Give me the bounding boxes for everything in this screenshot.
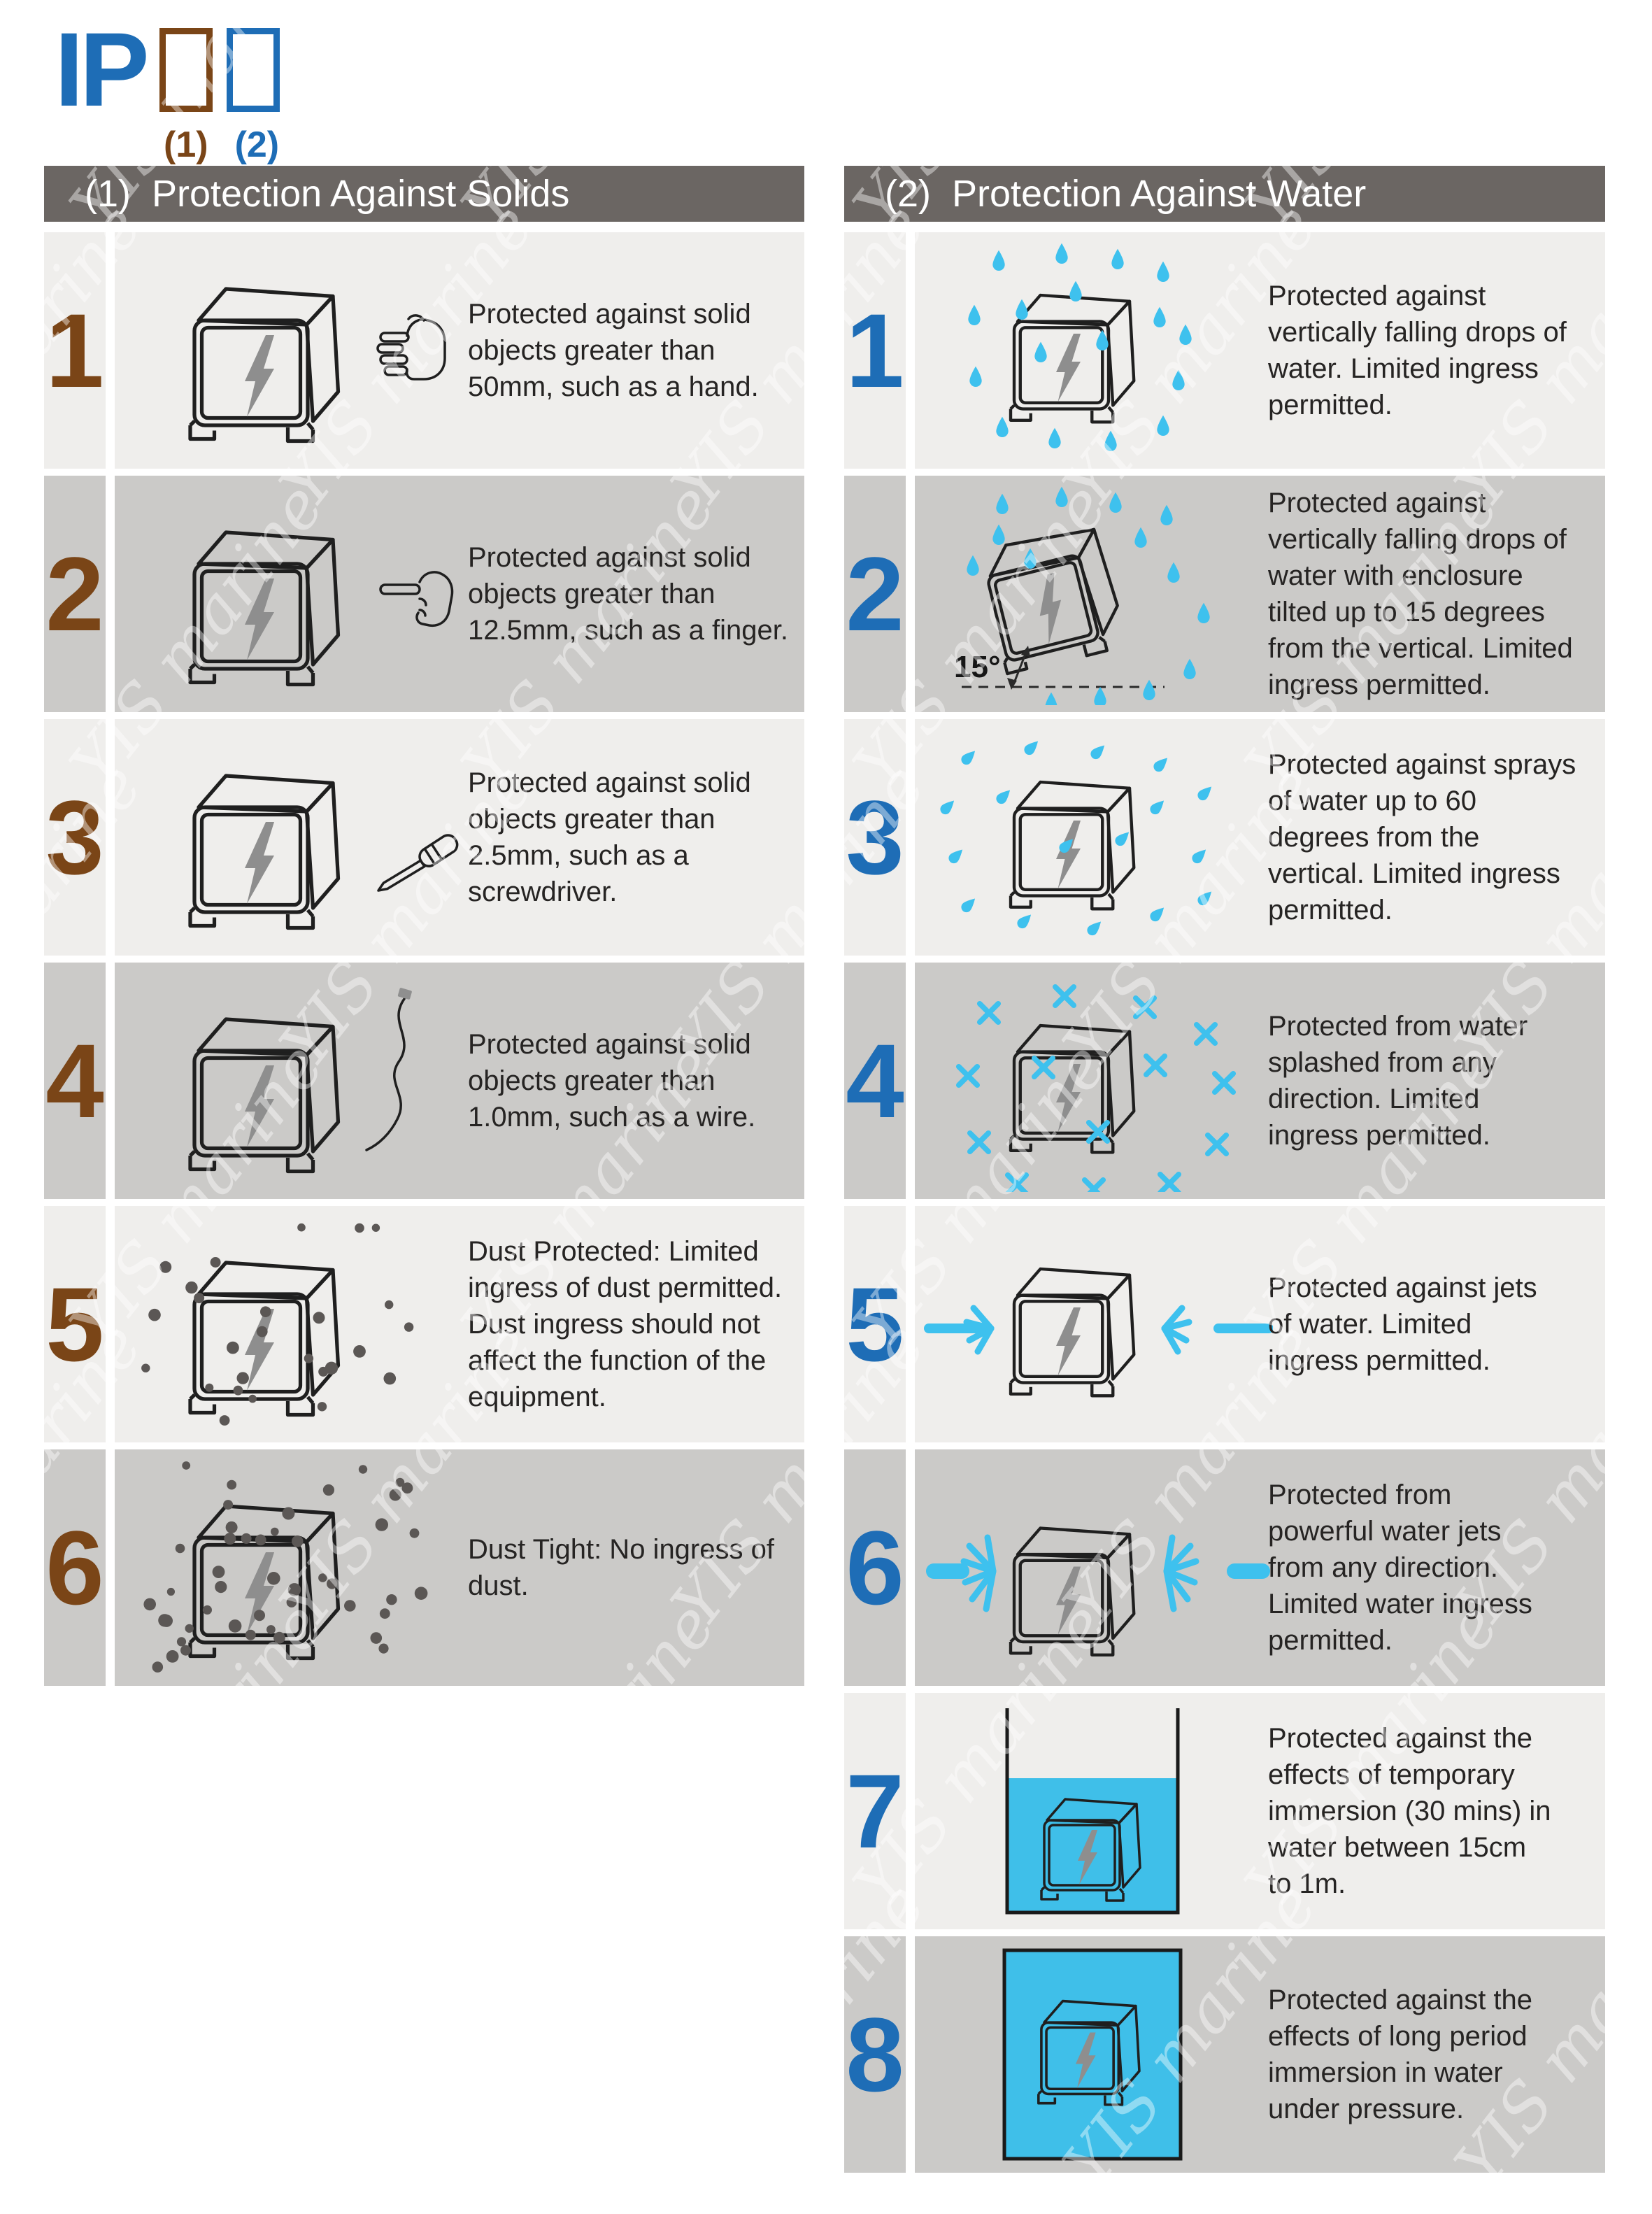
rating-description: Protected from powerful water jets from … — [1268, 1479, 1532, 1656]
rating-description: Protected against vertically falling dro… — [1268, 281, 1567, 420]
tilted-drops-icon: 15° — [954, 486, 1210, 705]
powerful-jets-icon — [926, 1534, 1270, 1612]
rating-number: 4 — [844, 963, 906, 1199]
arrowhead-up — [1021, 646, 1030, 657]
water-jets-icon — [924, 1305, 1273, 1355]
enclosure-icon — [190, 776, 339, 928]
rating-description: Protected against solid objects greater … — [468, 767, 751, 907]
water-header-title: Protection Against Water — [952, 173, 1367, 215]
water-fill — [1002, 1948, 1183, 2161]
ip-logo-text: IP — [55, 10, 150, 128]
enclosure-icon — [190, 532, 339, 685]
enclosure-icon — [1011, 1026, 1134, 1152]
solids-row-2: 2 Protected against solid objects greate… — [44, 476, 804, 712]
solids-row-4: 4 Protected against solid objects greate… — [44, 963, 804, 1199]
enclosure-icon — [1011, 1528, 1134, 1655]
rating-description: Protected against vertically falling dro… — [1268, 488, 1573, 700]
rating-number: 7 — [844, 1693, 906, 1929]
enclosure-dust-illustration — [141, 1223, 414, 1426]
hand-icon — [376, 314, 446, 381]
ip-logo: IP (1) (2) — [55, 10, 280, 166]
rating-number: 4 — [44, 963, 106, 1199]
enclosure-icon — [190, 1019, 339, 1172]
solids-header-prefix: (1) — [85, 173, 131, 215]
finger-icon — [379, 571, 454, 627]
screwdriver-icon — [377, 834, 459, 892]
continuous-immersion-icon — [1002, 1948, 1183, 2161]
splash-icon — [923, 970, 1273, 1192]
enclosure-finger-illustration — [123, 483, 454, 705]
dust-icon — [141, 1223, 414, 1426]
spray-icon — [938, 737, 1216, 938]
water-row-5: 5 — [844, 1206, 1605, 1442]
rating-number: 3 — [44, 719, 106, 956]
tilt-angle-indicator — [962, 650, 1165, 688]
enclosure-icon — [190, 1263, 339, 1415]
water-header-prefix: (2) — [885, 173, 931, 215]
enclosure-icon — [190, 1506, 339, 1659]
rating-description: Protected against solid objects greater … — [468, 299, 759, 402]
rating-description: Protected against jets of water. Limited… — [1268, 1272, 1537, 1376]
second-digit-label: (2) — [234, 124, 280, 165]
enclosure-wire-illustration — [123, 988, 412, 1192]
solids-column: (1) Protection Against Solids 1 Protecte… — [44, 166, 804, 1693]
enclosure-screwdriver-illustration — [123, 726, 459, 949]
enclosure-icon — [1011, 295, 1134, 422]
immersion-tank — [1005, 1708, 1180, 1915]
rating-number: 6 — [844, 1449, 906, 1686]
rating-description: Protected against solid objects greater … — [468, 542, 789, 646]
rating-number: 3 — [844, 719, 906, 956]
water-row-4: 4 Protected from water splashed from any… — [844, 963, 1605, 1199]
rating-description: Dust Protected: Limited ingress of dust … — [468, 1236, 783, 1412]
water-row-3: 3 Protected against sprays of water up t… — [844, 719, 1605, 956]
rating-number: 1 — [844, 232, 906, 469]
solids-row-6: 6 Dust Tight: No ingress of dust. — [44, 1449, 804, 1686]
second-digit-placeholder-box — [226, 28, 280, 112]
rating-description: Protected against sprays of water up to … — [1268, 749, 1576, 925]
water-row-1: 1 Protected against vertically falling d… — [844, 232, 1605, 469]
solids-row-3: 3 Protected against solid objects greate… — [44, 719, 804, 956]
enclosure-icon — [1011, 1269, 1134, 1396]
temporary-immersion-icon — [1005, 1708, 1180, 1915]
rating-description: Protected against the effects of tempora… — [1268, 1723, 1551, 1899]
rating-number: 2 — [844, 476, 906, 712]
rating-number: 5 — [44, 1206, 106, 1442]
solids-row-1: 1 Protected against solid objects greate… — [44, 232, 804, 469]
enclosure-icon — [1011, 782, 1134, 909]
solids-row-5: 5 Dust Protected: Limited ingress of dus… — [44, 1206, 804, 1442]
water-header: (2) Protection Against Water — [844, 166, 1605, 222]
rating-number: 6 — [44, 1449, 106, 1686]
rating-number: 5 — [844, 1206, 906, 1442]
first-digit-placeholder-box — [159, 28, 213, 112]
rating-number: 8 — [844, 1936, 906, 2173]
dust-tight-icon — [143, 1461, 428, 1673]
rating-number: 1 — [44, 232, 106, 469]
first-digit-label: (1) — [164, 124, 208, 165]
water-row-2: 2 15° Protected against vertically falli… — [844, 476, 1605, 712]
water-row-6: 6 — [844, 1449, 1605, 1686]
wire-icon — [365, 988, 412, 1151]
solids-header-title: Protection Against Solids — [152, 173, 570, 215]
arrowhead-down — [1007, 678, 1017, 690]
rating-description: Protected against the effects of long pe… — [1268, 1985, 1533, 2124]
rating-number: 2 — [44, 476, 106, 712]
water-row-8: 8 Protected against the effects of long … — [844, 1936, 1605, 2173]
vertical-drops-icon — [968, 243, 1192, 451]
rating-description: Dust Tight: No ingress of dust. — [468, 1534, 774, 1601]
enclosure-icon — [190, 289, 339, 441]
enclosure-dust-tight-illustration — [143, 1461, 428, 1673]
water-row-7: 7 Protected against the effects of tempo… — [844, 1693, 1605, 1929]
rating-description: Protected against solid objects greater … — [468, 1029, 756, 1133]
rating-description: Protected from water splashed from any d… — [1268, 1011, 1528, 1151]
water-column: (2) Protection Against Water 1 Protected… — [844, 166, 1605, 2180]
tilt-angle-label: 15° — [954, 650, 1001, 684]
solids-header: (1) Protection Against Solids — [44, 166, 804, 222]
powerful-jets-illustration — [926, 1456, 1270, 1679]
enclosure-hand-illustration — [123, 239, 446, 462]
water-jets-illustration — [924, 1213, 1273, 1435]
